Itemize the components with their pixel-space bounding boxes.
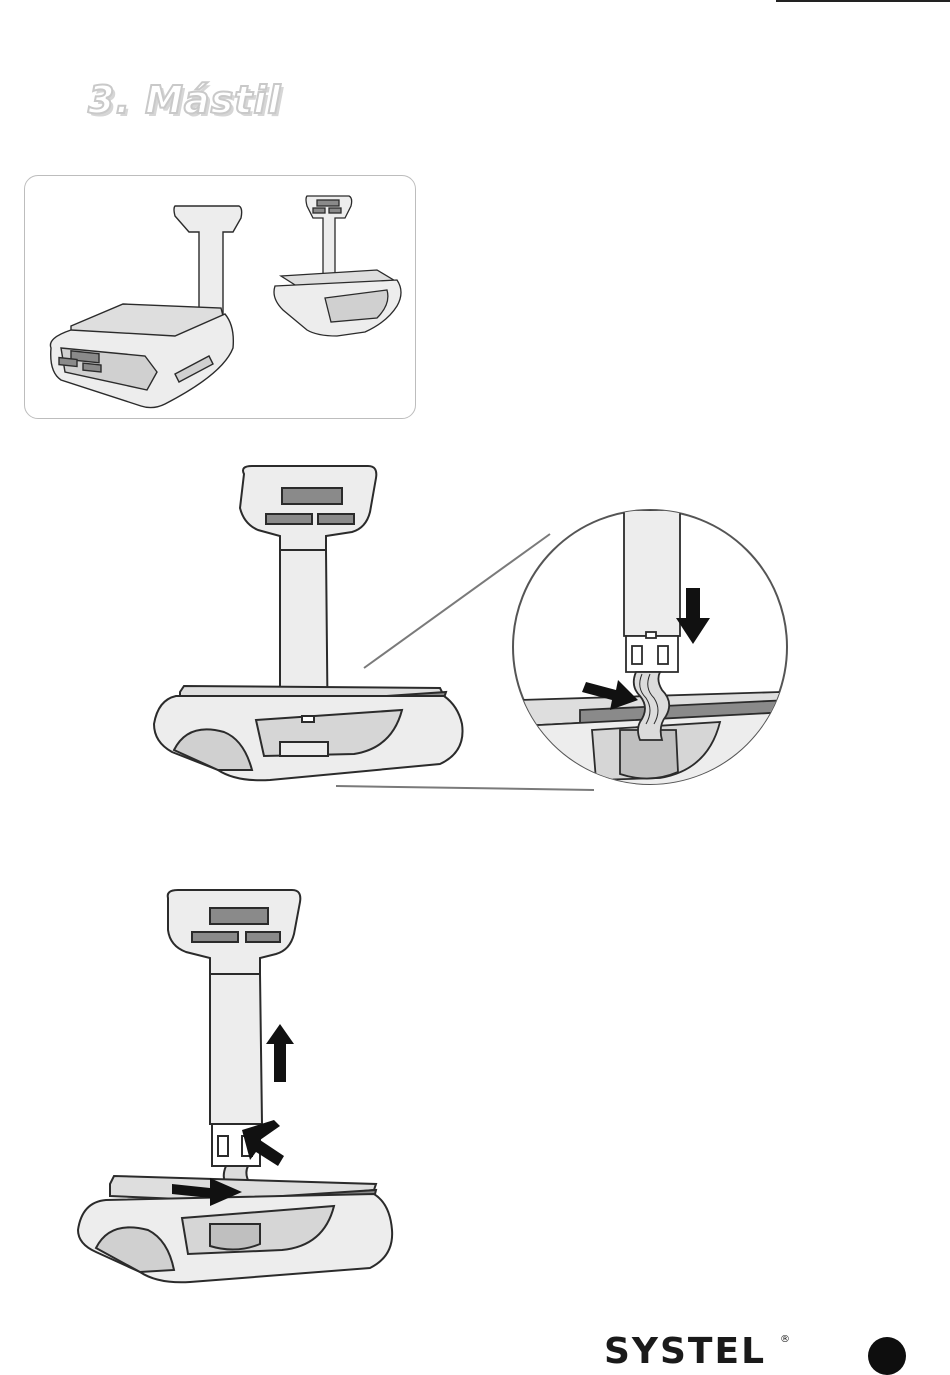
scale-mast-lifted (78, 890, 392, 1282)
top-rule (776, 0, 950, 2)
section-title: 3. Mástil (88, 78, 281, 122)
zoom-leader-line (336, 786, 594, 790)
display-window (282, 488, 342, 504)
magnifier-detail (513, 510, 790, 800)
display-window (192, 932, 238, 942)
mast-insertion-figure (140, 460, 790, 800)
brand-logo: SYSTEL (604, 1334, 766, 1370)
page-marker-icon (868, 1337, 906, 1375)
display-window (266, 514, 312, 524)
display-window (246, 932, 280, 942)
large-scale (50, 206, 241, 408)
arrow-up-icon (266, 1024, 294, 1082)
scale-with-mast (154, 466, 463, 780)
registered-mark: ® (780, 1334, 790, 1345)
display-window (210, 908, 268, 924)
scale-models-figure (24, 175, 416, 419)
display-window (318, 514, 354, 524)
small-scale (274, 196, 401, 336)
scale-models-illustration (25, 176, 417, 420)
mast-removal-figure (70, 884, 410, 1294)
